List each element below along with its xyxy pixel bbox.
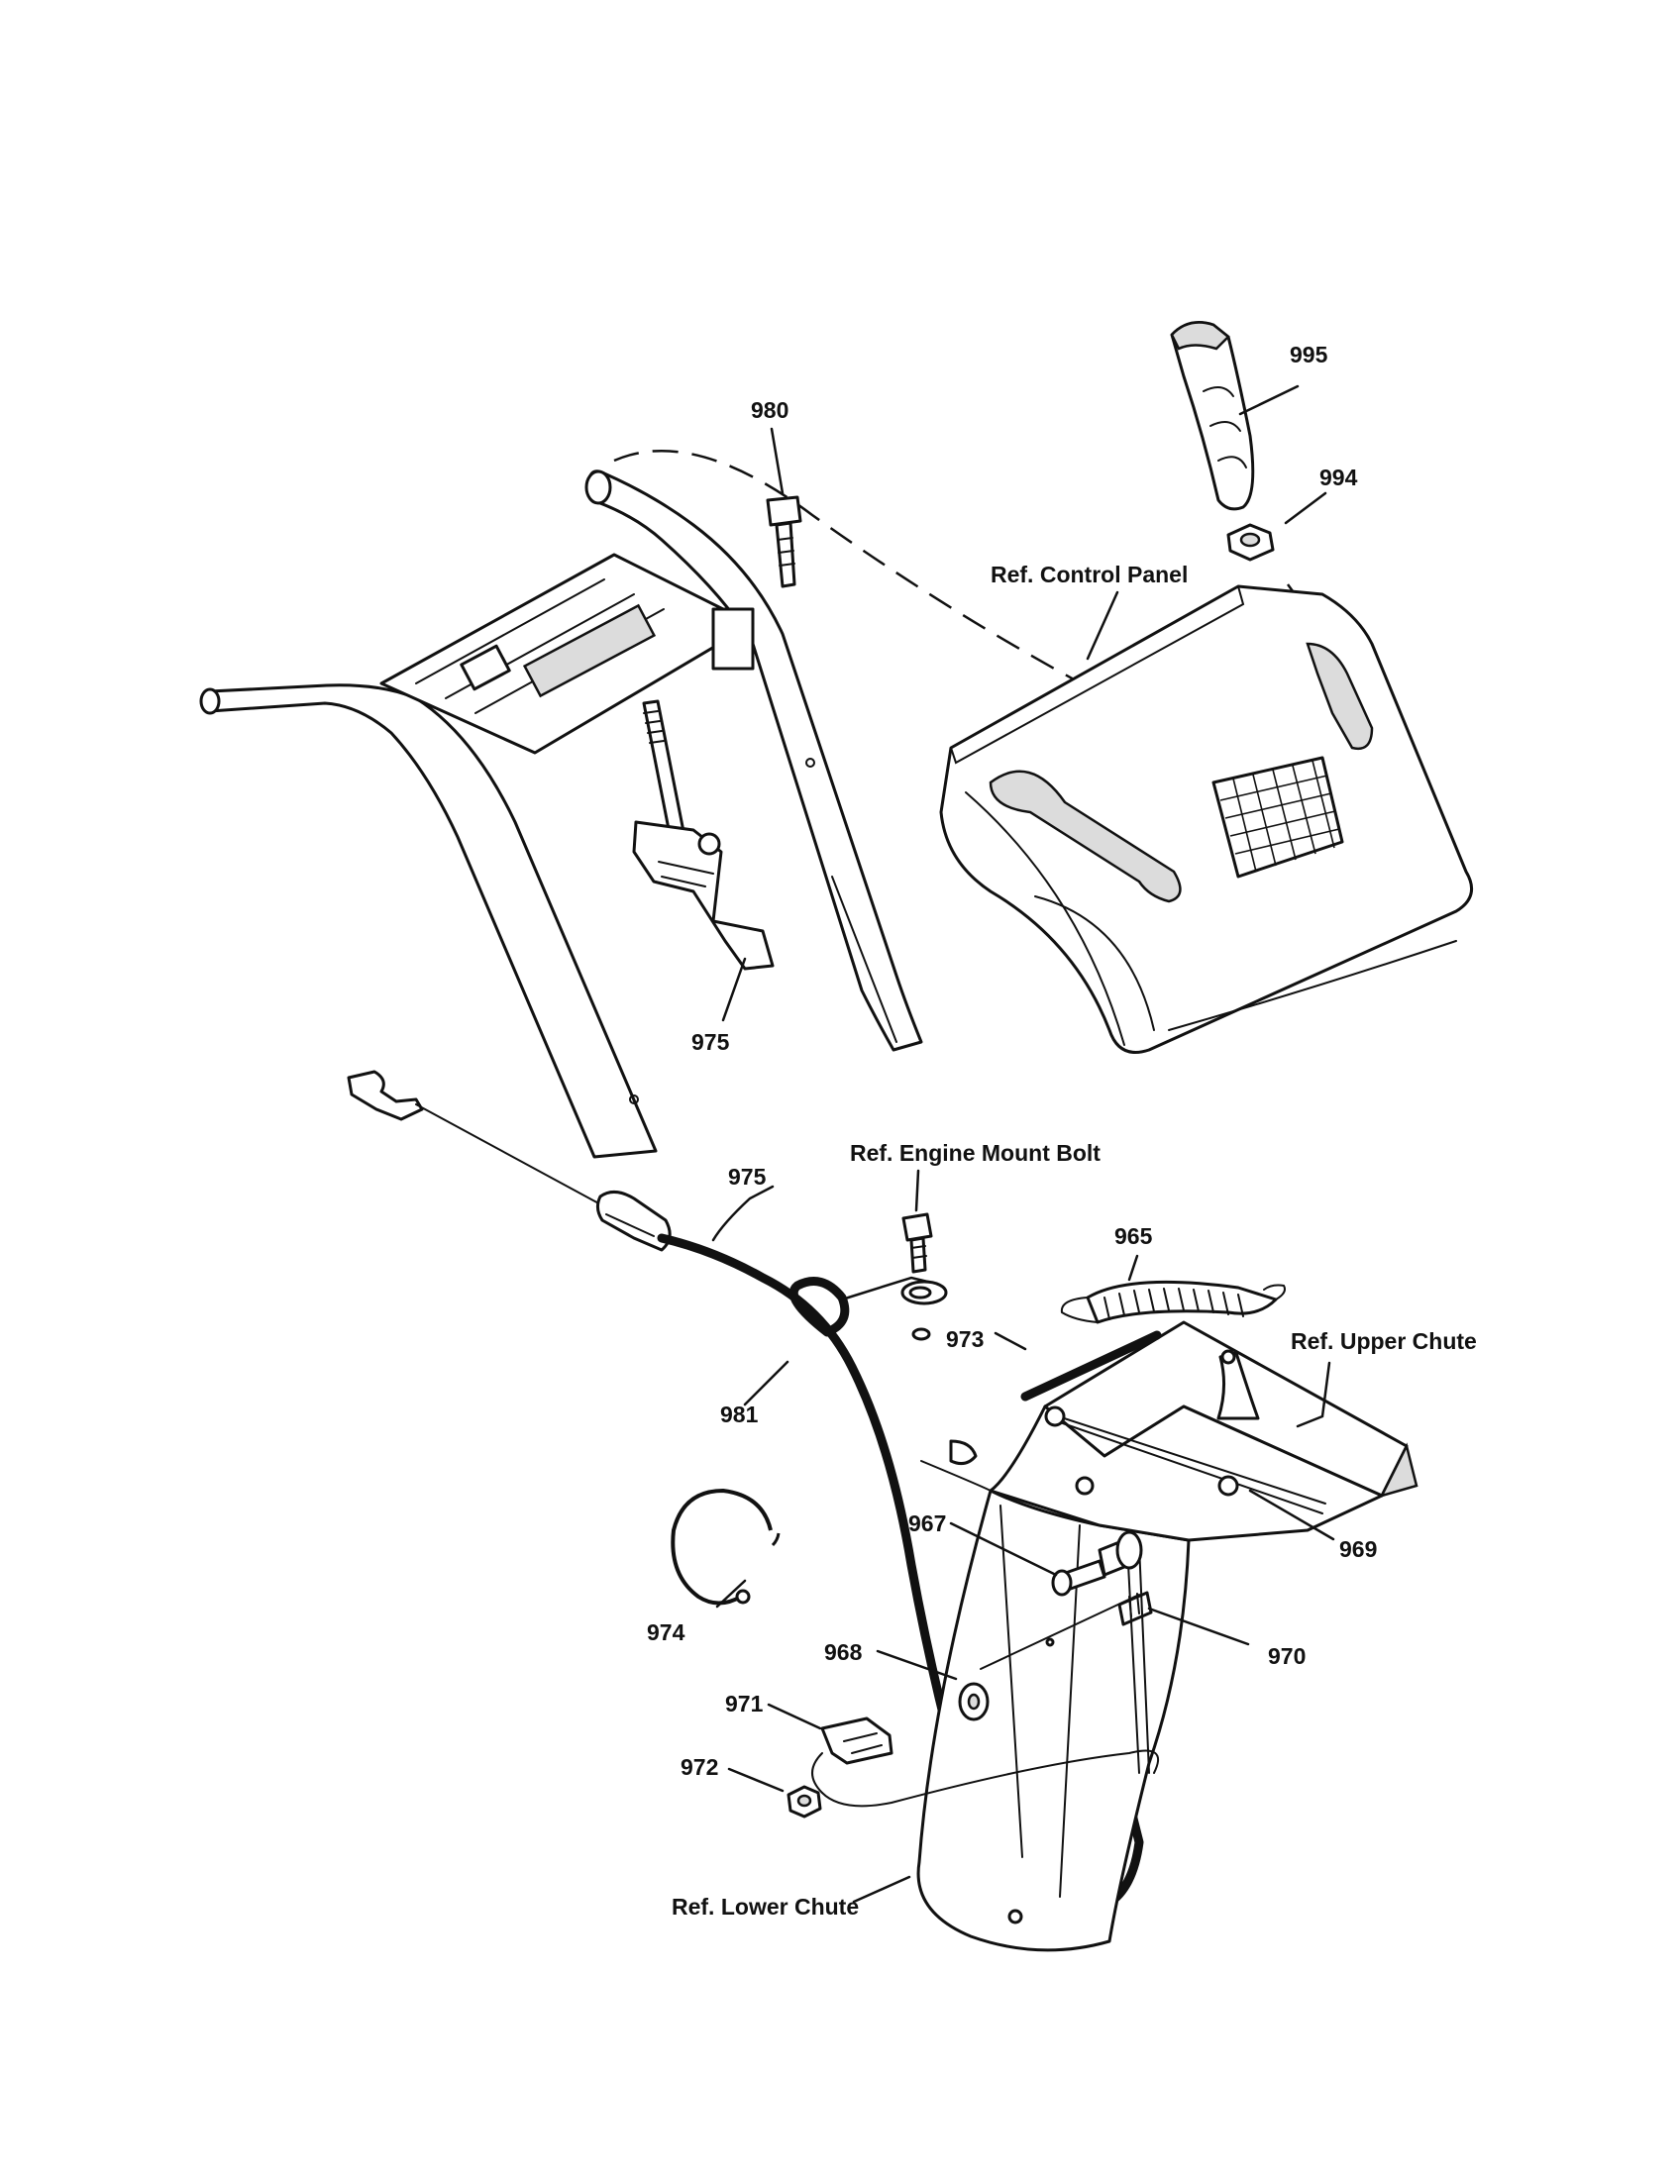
bracket-971-shape xyxy=(820,1716,893,1765)
engine-mount-bolt-shape xyxy=(900,1212,948,1341)
label-972: 972 xyxy=(681,1754,718,1780)
label-ref-engine-mount-bolt: Ref. Engine Mount Bolt xyxy=(850,1140,1101,1166)
label-970: 970 xyxy=(1268,1643,1306,1669)
handle-assembly xyxy=(199,450,1334,1159)
label-967: 967 xyxy=(908,1510,946,1536)
callout-labels: 995 994 980 Ref. Control Panel 975 Ref. … xyxy=(647,342,1477,1920)
label-ref-upper-chute: Ref. Upper Chute xyxy=(1291,1328,1477,1354)
nut-994-shape xyxy=(1226,523,1275,562)
label-994: 994 xyxy=(1319,465,1358,490)
label-981: 981 xyxy=(720,1402,759,1427)
label-975-handle: 975 xyxy=(691,1029,730,1055)
bolt-980-shape xyxy=(766,495,802,588)
label-971: 971 xyxy=(725,1691,764,1716)
label-968: 968 xyxy=(824,1639,863,1665)
leader-lines xyxy=(711,384,1335,1904)
retaining-ring-974-shape xyxy=(671,1488,781,1606)
label-ref-lower-chute: Ref. Lower Chute xyxy=(672,1894,859,1920)
control-panel xyxy=(939,584,1474,1054)
label-995: 995 xyxy=(1290,342,1328,367)
label-969: 969 xyxy=(1339,1536,1377,1562)
label-975-cable: 975 xyxy=(728,1164,767,1190)
nut-972-shape xyxy=(787,1785,822,1819)
washer-968-shape xyxy=(958,1682,990,1721)
label-980: 980 xyxy=(751,397,788,423)
label-ref-control-panel: Ref. Control Panel xyxy=(991,562,1188,587)
label-974: 974 xyxy=(647,1619,685,1645)
grip-995-shape xyxy=(1170,321,1255,511)
label-973: 973 xyxy=(946,1326,984,1352)
label-965: 965 xyxy=(1114,1223,1153,1249)
chute-assembly xyxy=(811,1280,1418,1952)
